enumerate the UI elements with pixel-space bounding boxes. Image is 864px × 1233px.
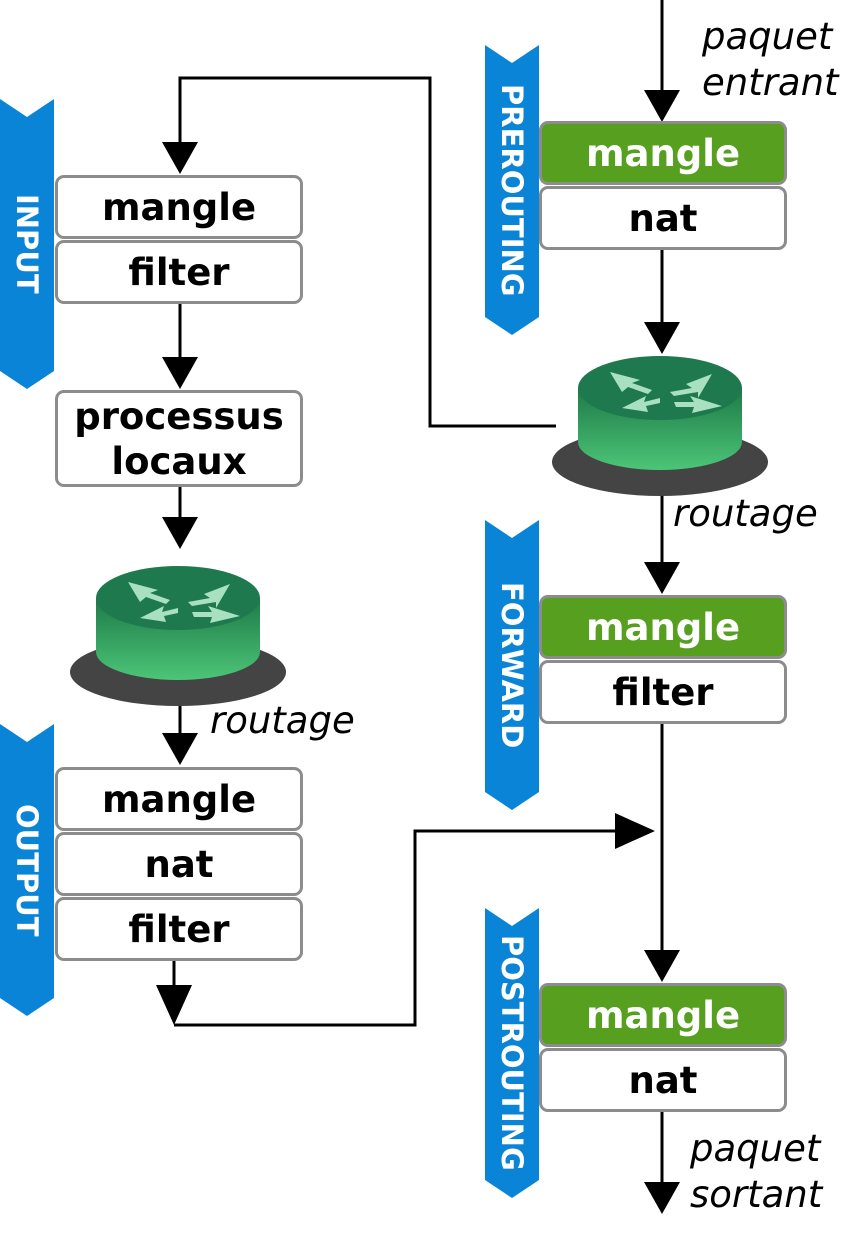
arrowhead [615, 813, 655, 849]
arrowhead [644, 1182, 680, 1214]
arrowhead [644, 322, 680, 354]
arrowhead [644, 562, 680, 594]
chain-label: INPUT [10, 194, 44, 294]
chevron-banner-icon [0, 724, 54, 1016]
local-processes-box: processus locaux [55, 390, 303, 487]
postrouting-mangle-table: mangle [539, 983, 787, 1047]
prerouting-nat-table: nat [539, 186, 787, 250]
router-icon [70, 566, 286, 706]
chain-banner-postrouting: POSTROUTING [485, 908, 539, 1198]
arrowhead [644, 950, 680, 982]
chain-banner-input: INPUT [0, 99, 54, 389]
arrowhead [162, 733, 198, 765]
chevron-banner-icon [485, 520, 539, 810]
note-line: paquet [690, 1127, 821, 1170]
note-line: sortant [690, 1173, 823, 1216]
chain-banner-output: OUTPUT [0, 724, 54, 1016]
chain-banner-prerouting: PREROUTING [485, 45, 539, 335]
input-filter-table: filter [55, 240, 303, 304]
process-line-2: locaux [111, 439, 247, 483]
chevron-banner-icon [0, 99, 54, 389]
arrowhead [644, 90, 680, 122]
input-mangle-table: mangle [55, 175, 303, 239]
chain-label: PREROUTING [495, 83, 529, 297]
postrouting-nat-table: nat [539, 1048, 787, 1112]
router-to-input-line [178, 76, 556, 428]
output-to-postrouting-line [174, 829, 615, 1027]
note-line: paquet [702, 15, 833, 58]
prerouting-mangle-table: mangle [539, 121, 787, 185]
process-line-1: processus [74, 394, 284, 438]
chain-label: POSTROUTING [495, 935, 529, 1171]
chevron-banner-icon [485, 45, 539, 335]
chain-label: OUTPUT [10, 803, 44, 937]
incoming-packet-note: paquet entrant [702, 14, 839, 106]
forward-mangle-table: mangle [539, 595, 787, 659]
output-mangle-table: mangle [55, 767, 303, 831]
chain-label: FORWARD [495, 581, 529, 749]
router-icon [552, 356, 768, 496]
arrowhead [162, 357, 198, 389]
routing-note-left: routage [210, 699, 355, 742]
arrowhead [156, 985, 192, 1025]
output-filter-table: filter [55, 897, 303, 961]
arrowhead [162, 142, 198, 174]
routing-note-right: routage [673, 492, 818, 535]
arrowhead [162, 517, 198, 549]
outgoing-packet-note: paquet sortant [690, 1126, 822, 1218]
chevron-banner-icon [485, 908, 539, 1198]
chain-banner-forward: FORWARD [485, 520, 539, 810]
note-line: entrant [702, 61, 839, 104]
output-nat-table: nat [55, 832, 303, 896]
forward-filter-table: filter [539, 660, 787, 724]
